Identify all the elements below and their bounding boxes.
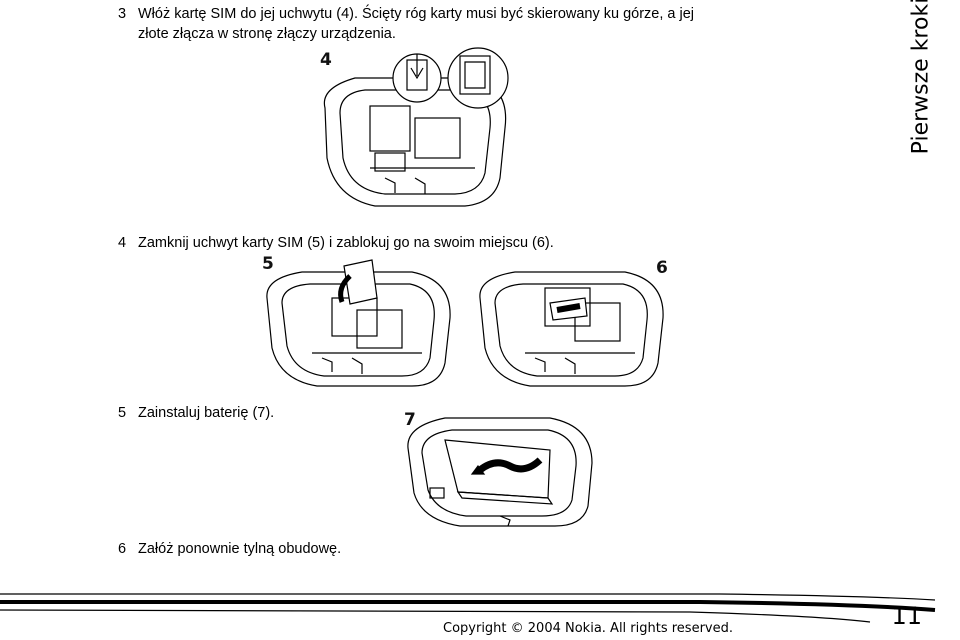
figure-6-illustration xyxy=(479,271,664,387)
step-text-line2: złote złącza w stronę złączy urządzenia. xyxy=(138,26,396,42)
step-number: 3 xyxy=(118,6,127,22)
step-5: 5 Zainstaluj baterię (7). xyxy=(118,403,418,423)
figure-4-illustration xyxy=(323,47,509,207)
step-6: 6 Załóż ponownie tylną obudowę. xyxy=(118,539,518,559)
figure-7-illustration xyxy=(407,417,593,527)
step-text: Zamknij uchwyt karty SIM (5) i zablokuj … xyxy=(138,235,554,251)
footer-swoosh-lines xyxy=(0,593,936,623)
step-4: 4 Zamknij uchwyt karty SIM (5) i zabloku… xyxy=(118,233,818,253)
step-3: 3 Włóż kartę SIM do jej uchwytu (4). Ści… xyxy=(118,4,878,46)
chapter-side-tab: Pierwsze kroki xyxy=(908,0,934,154)
page-number: 11 xyxy=(891,602,922,630)
step-number: 4 xyxy=(118,235,127,251)
chapter-title: Pierwsze kroki xyxy=(908,0,934,155)
figure-label-7: 7 xyxy=(404,410,416,430)
step-text-line1: Włóż kartę SIM do jej uchwytu (4). Ścięt… xyxy=(138,6,695,22)
figure-label-4: 4 xyxy=(320,50,332,70)
step-number: 6 xyxy=(118,541,127,557)
step-number: 5 xyxy=(118,405,127,421)
step-text: Załóż ponownie tylną obudowę. xyxy=(138,541,342,557)
figure-5-illustration xyxy=(266,259,451,387)
figure-label-5: 5 xyxy=(262,254,274,274)
copyright-notice: Copyright © 2004 Nokia. All rights reser… xyxy=(443,621,733,636)
step-text: Zainstaluj baterię (7). xyxy=(138,405,275,421)
figure-label-6: 6 xyxy=(656,258,668,278)
